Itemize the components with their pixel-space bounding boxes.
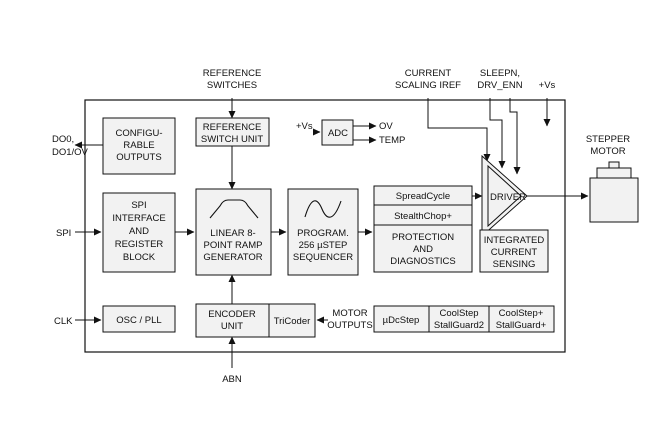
sequencer-label-1: PROGRAM. bbox=[297, 228, 349, 239]
protection-label-1: PROTECTION bbox=[392, 232, 454, 243]
adc-block bbox=[321, 119, 354, 146]
adc-vs-label: +Vs bbox=[296, 121, 313, 132]
sequencer-label-3: SEQUENCER bbox=[293, 252, 353, 263]
reference-switch-unit-block bbox=[195, 117, 270, 147]
protection-label-3: DIAGNOSTICS bbox=[390, 256, 455, 267]
ramp-profile-icon bbox=[209, 199, 259, 219]
reference-switches-label-2: SWITCHES bbox=[207, 80, 257, 91]
encoder-unit-block bbox=[195, 303, 270, 338]
tricoder-block bbox=[268, 303, 316, 338]
abn-label: ABN bbox=[222, 374, 242, 385]
stealthchop-label: StealthChop+ bbox=[394, 211, 452, 222]
stepper-motor-label-2: MOTOR bbox=[590, 146, 625, 157]
sleep-arrow-1 bbox=[489, 98, 506, 169]
sleep-arrow-2 bbox=[509, 98, 521, 175]
tricoder-label: TriCoder bbox=[274, 316, 311, 327]
current-sensing-block bbox=[479, 229, 549, 273]
encoder-unit-label-1: ENCODER bbox=[208, 309, 256, 320]
stepper-motor-icon bbox=[589, 161, 639, 223]
configurable-outputs-label-1: CONFIGU- bbox=[116, 128, 163, 139]
sine-wave-icon bbox=[304, 200, 342, 218]
current-scaling-label-2: SCALING IREF bbox=[395, 80, 461, 91]
ramp-generator-label-1: LINEAR 8- bbox=[210, 228, 255, 239]
coolstep-plus-label-2: StallGuard+ bbox=[496, 320, 547, 331]
spi-interface-label-3: AND bbox=[129, 226, 149, 237]
chip-outline bbox=[84, 99, 566, 353]
sequencer-label-2: 256 µSTEP bbox=[299, 240, 348, 251]
reference-switch-unit-label-2: SWITCH UNIT bbox=[201, 134, 263, 145]
sequencer-block bbox=[287, 188, 359, 276]
current-sensing-label-3: SENSING bbox=[493, 259, 536, 270]
spi-label: SPI bbox=[56, 228, 71, 239]
do-label-2: DO1/OV bbox=[52, 147, 89, 158]
adc-label: ADC bbox=[328, 128, 348, 139]
motor-outputs-label-2: OUTPUTS bbox=[327, 320, 372, 331]
spreadcycle-label: SpreadCycle bbox=[396, 191, 450, 202]
ramp-generator-block bbox=[195, 188, 272, 276]
coolstep-label-2: StallGuard2 bbox=[434, 320, 484, 331]
current-scaling-arrow bbox=[427, 98, 491, 162]
spi-interface-label-2: INTERFACE bbox=[112, 213, 165, 224]
configurable-outputs-label-2: RABLE bbox=[123, 140, 154, 151]
configurable-outputs-block bbox=[102, 117, 176, 175]
stepper-motor-label-1: STEPPER bbox=[586, 134, 630, 145]
reference-switch-unit-label-1: REFERENCE bbox=[203, 122, 262, 133]
driver-label: DRIVER bbox=[490, 192, 526, 203]
ov-label: OV bbox=[379, 121, 393, 132]
spi-interface-label-1: SPI bbox=[131, 200, 146, 211]
spi-interface-label-4: REGISTER bbox=[115, 239, 164, 250]
osc-pll-block bbox=[102, 305, 176, 333]
vs-top-label: +Vs bbox=[539, 80, 556, 91]
encoder-unit-label-2: UNIT bbox=[221, 321, 243, 332]
protection-label-2: AND bbox=[413, 244, 433, 255]
do-label-1: DO0, bbox=[52, 134, 74, 145]
sleep-label-1: SLEEPN, bbox=[480, 68, 520, 79]
udcstep-label: µDcStep bbox=[383, 315, 420, 326]
driver-triangle-front bbox=[487, 164, 522, 228]
current-scaling-label-1: CURRENT bbox=[405, 68, 452, 79]
reference-switches-label-1: REFERENCE bbox=[203, 68, 262, 79]
ramp-generator-label-3: GENERATOR bbox=[203, 252, 262, 263]
feature-block bbox=[373, 305, 555, 333]
temp-label: TEMP bbox=[379, 135, 405, 146]
coolstep-plus-label-1: CoolStep+ bbox=[499, 308, 544, 319]
ramp-generator-label-2: POINT RAMP bbox=[204, 240, 263, 251]
current-sensing-label-1: INTEGRATED bbox=[484, 235, 545, 246]
motor-outputs-label-1: MOTOR bbox=[332, 308, 367, 319]
spi-interface-block bbox=[102, 192, 176, 273]
spi-interface-label-5: BLOCK bbox=[123, 252, 156, 263]
configurable-outputs-label-3: OUTPUTS bbox=[116, 152, 161, 163]
current-sensing-label-2: CURRENT bbox=[491, 247, 538, 258]
coolstep-label-1: CoolStep bbox=[439, 308, 478, 319]
chopper-protection-block bbox=[373, 185, 473, 273]
sleep-label-2: DRV_ENN bbox=[477, 80, 522, 91]
clk-label: CLK bbox=[54, 316, 73, 327]
osc-pll-label: OSC / PLL bbox=[116, 315, 161, 326]
